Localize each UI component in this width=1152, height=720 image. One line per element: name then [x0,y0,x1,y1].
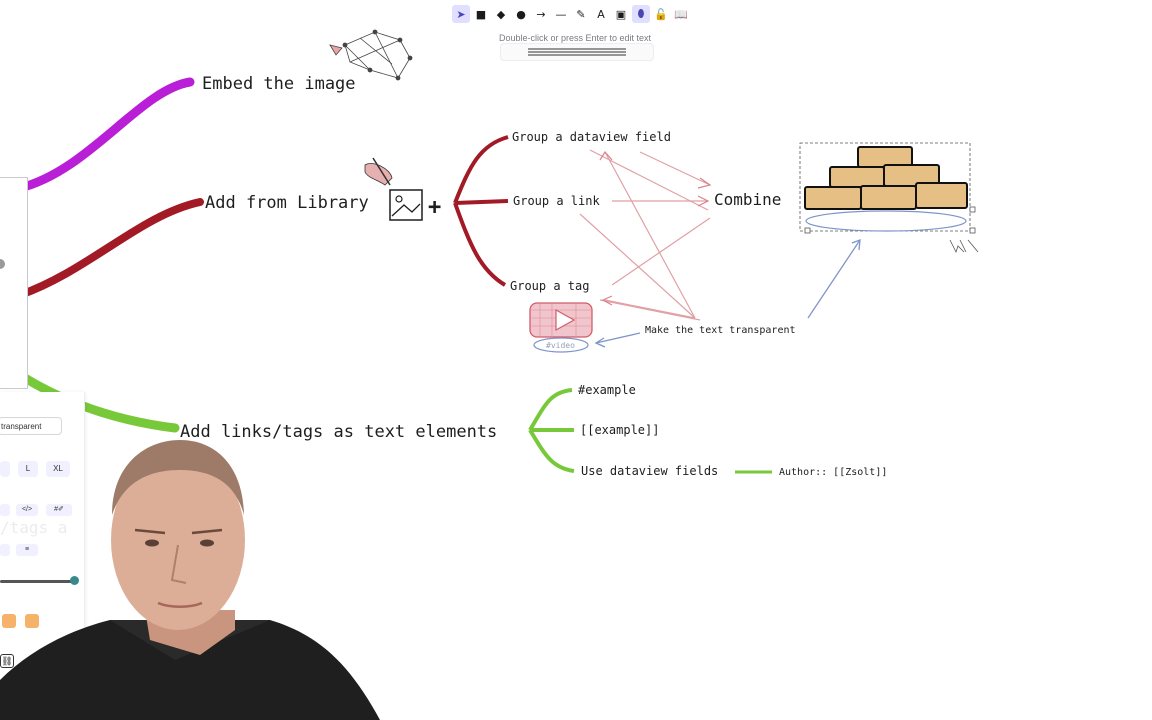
opacity-slider[interactable] [0,580,76,583]
embed-image-text[interactable]: Embed the image [202,74,356,94]
video-icon [529,302,593,353]
ellipse-tool[interactable]: ● [516,7,526,21]
card-handle[interactable] [0,259,5,269]
main-toolbar: ➤ ■ ◆ ● → — ✎ A ▣ ⬮ 🔓 📖 [452,3,702,25]
dataview-text[interactable]: Use dataview fields [581,464,718,478]
group-tag-text[interactable]: Group a tag [510,279,589,293]
line-tool[interactable]: — [555,7,567,21]
eraser-tool[interactable]: ⬮ [632,5,650,23]
image-tool[interactable]: ▣ [615,7,627,21]
combine-text[interactable]: Combine [714,190,781,209]
author-text[interactable]: Author:: [[Zsolt]] [779,467,887,478]
transparent-text[interactable]: Make the text transparent [645,325,796,336]
red-branch [16,198,204,299]
red-fan-mid [454,199,509,205]
plus-text: + [428,195,441,220]
library-image-icon [364,157,423,221]
diamond-tool[interactable]: ◆ [496,7,506,21]
font-button[interactable] [0,504,10,516]
selection-tool[interactable]: ➤ [452,5,470,23]
code-font-button[interactable]: </> [16,504,38,516]
left-card[interactable] [0,177,28,389]
edit-hint: Double-click or press Enter to edit text [498,33,652,43]
example-link-text[interactable]: [[example]] [580,423,659,437]
link-icon[interactable]: ⛓ [0,654,14,668]
align-button[interactable]: ≡ [16,544,38,556]
green-fan-top [528,388,573,432]
purple-branch [15,77,195,193]
size-l-button[interactable]: L [18,461,38,477]
green-fan-bottom [528,428,575,473]
group-link-text[interactable]: Group a link [513,194,600,208]
video-tag-text: #video [546,341,575,350]
combine-arrows [579,149,711,321]
size-xl-button[interactable]: XL [46,461,70,477]
arrow-tool[interactable]: → [536,7,546,21]
lock-tool[interactable]: 🔓 [654,7,668,21]
green-branch [15,370,180,433]
red-fan-top [453,135,509,204]
library-tool[interactable]: 📖 [674,7,688,21]
link-font-button[interactable]: #✐ [46,504,72,516]
group-field-text[interactable]: Group a dataview field [512,130,671,144]
blue-arrow-to-video [595,332,641,344]
hint-bar [500,43,654,61]
example-tag-text[interactable]: #example [578,383,636,397]
add-library-text[interactable]: Add from Library [205,193,369,213]
text-field[interactable]: transparent [0,417,62,435]
arrowheads [599,150,712,306]
links-tags-text[interactable]: Add links/tags as text elements [180,422,497,442]
align-left-button[interactable] [0,544,10,556]
hint-lines-icon [528,48,626,56]
opacity-knob[interactable] [70,576,79,585]
brain-network-icon [329,29,413,81]
rectangle-tool[interactable]: ■ [475,7,487,21]
ghost-text: /tags a [0,518,68,537]
text-tool[interactable]: A [597,7,605,21]
draw-tool[interactable]: ✎ [576,7,586,21]
bricks-drawing[interactable] [799,142,979,254]
blue-arrow-to-bricks [807,239,861,319]
send-back-icon[interactable] [2,614,16,628]
size-m-button[interactable] [0,461,10,477]
presenter-video [0,440,380,720]
red-fan-bottom [453,202,507,287]
bring-front-icon[interactable] [25,614,39,628]
